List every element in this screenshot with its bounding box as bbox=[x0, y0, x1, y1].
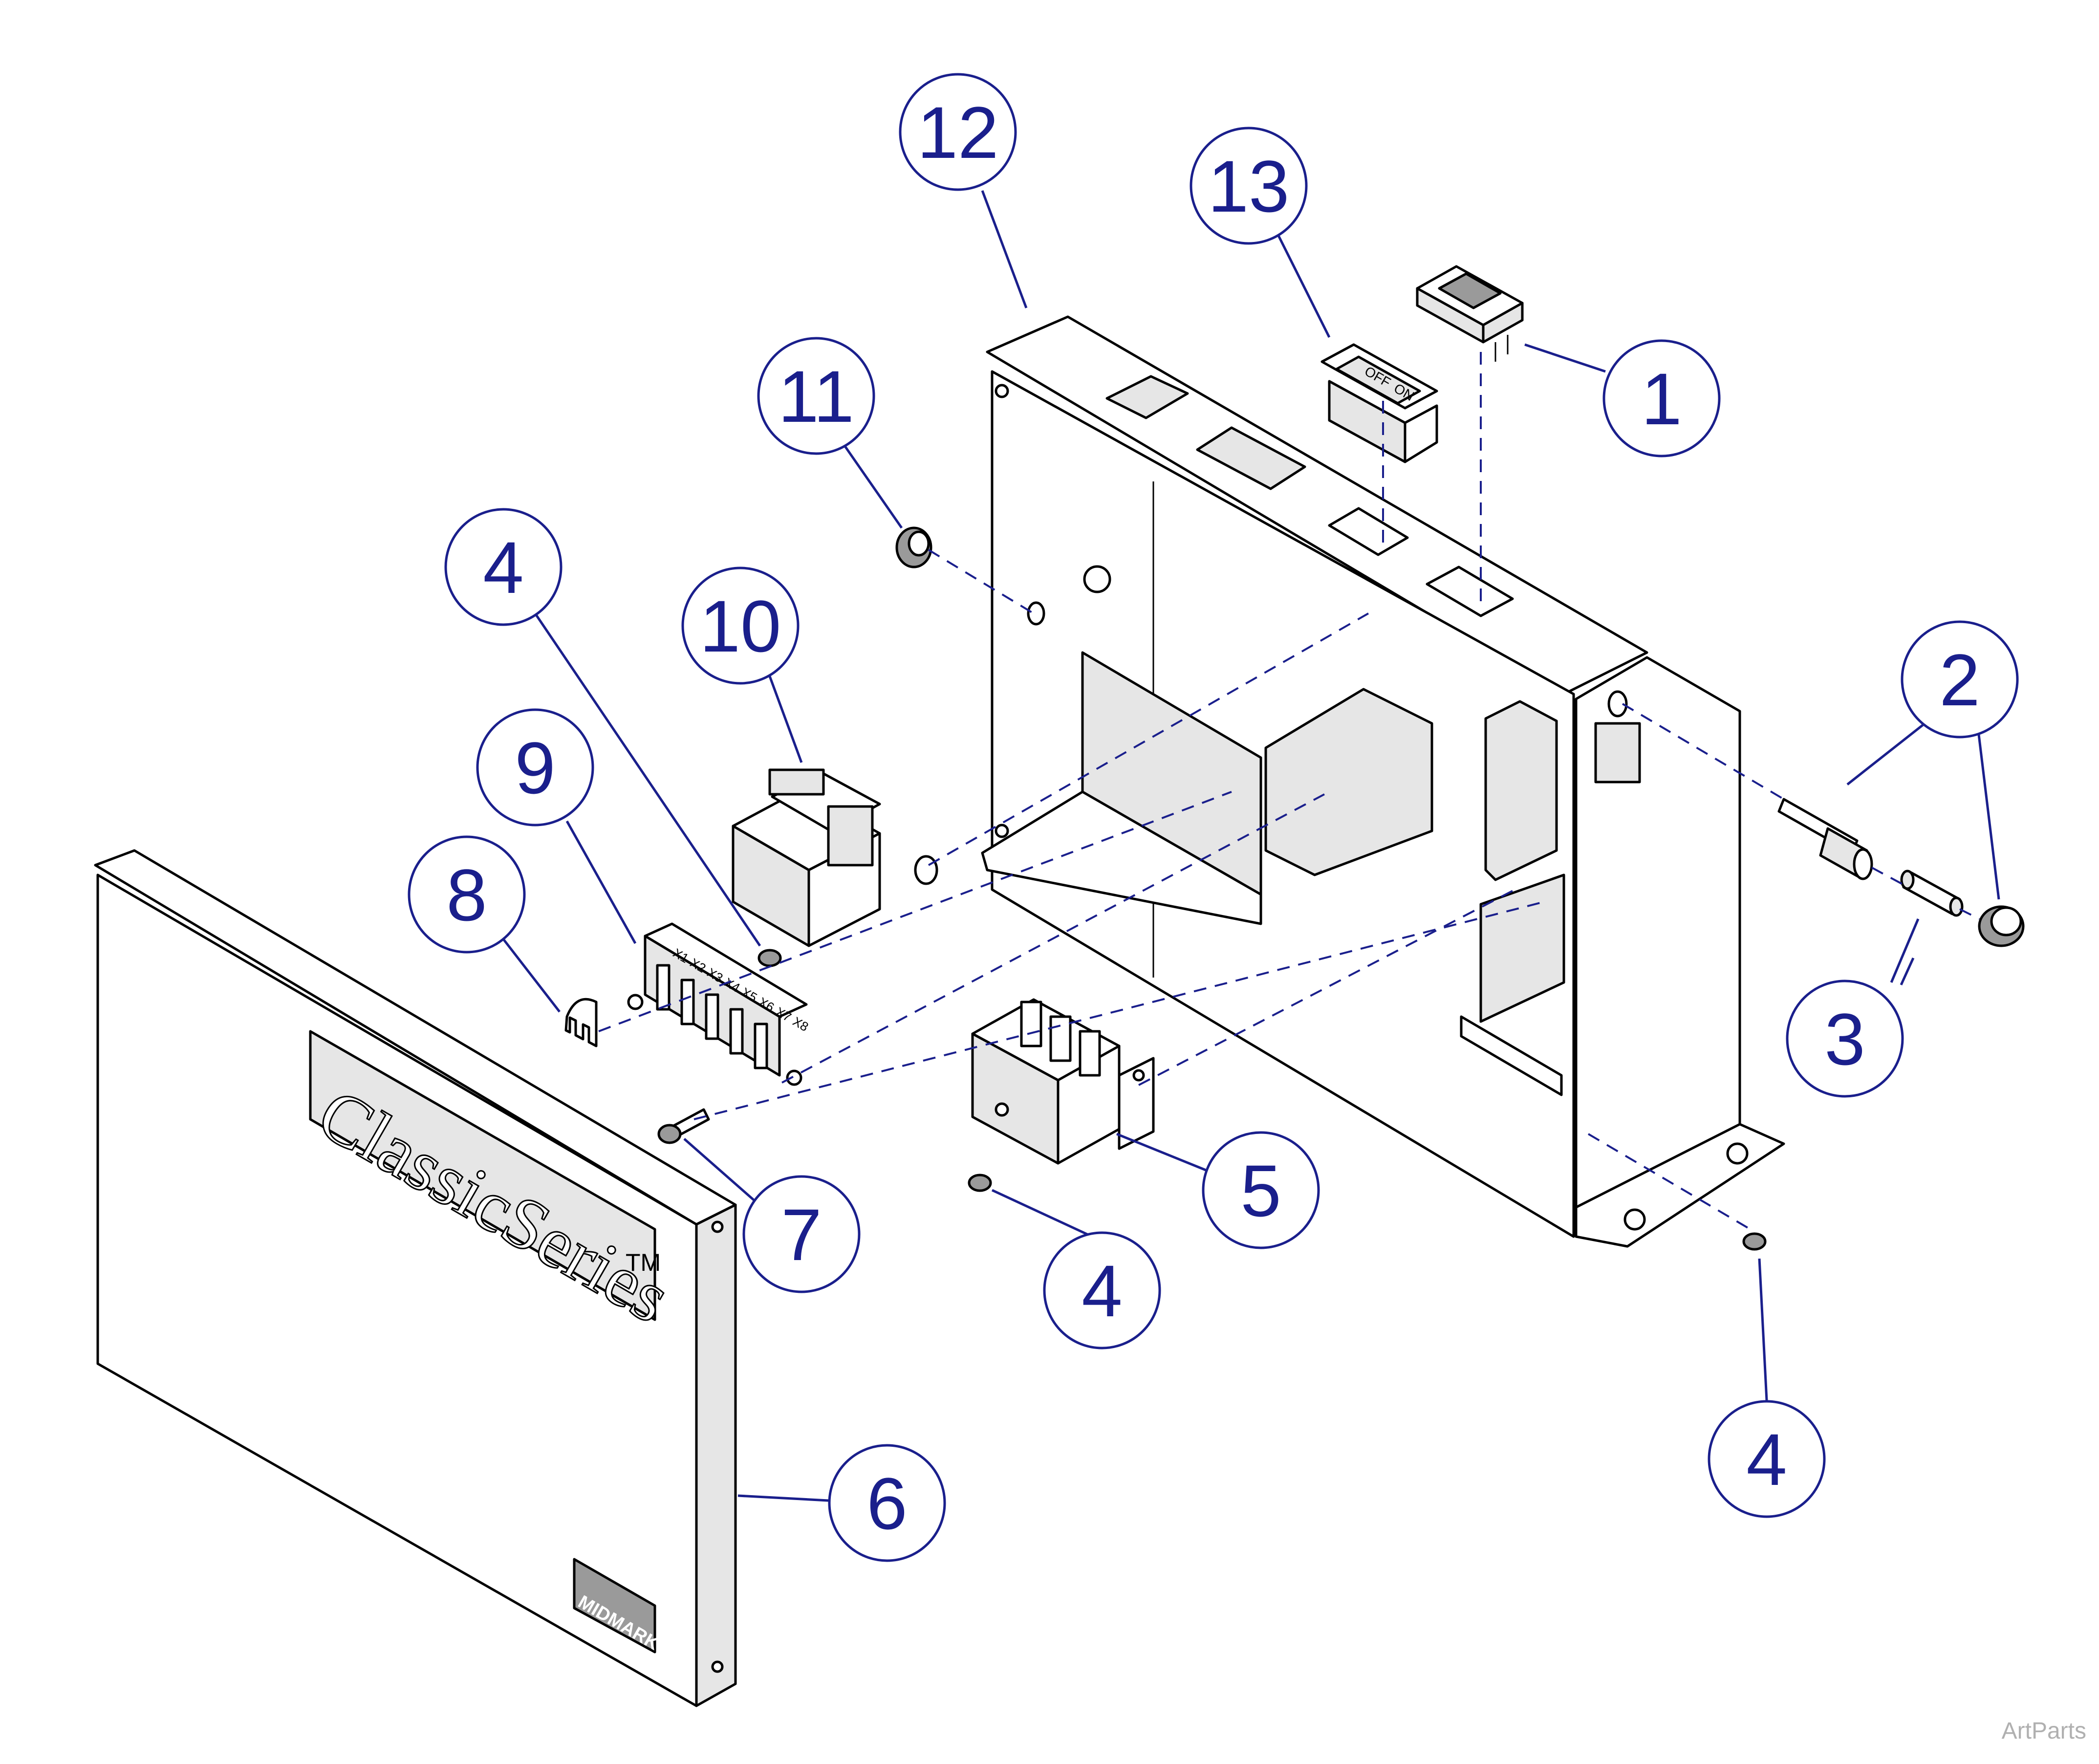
callout-3: 3 bbox=[1786, 980, 1904, 1098]
callout-label: 4 bbox=[1746, 1418, 1787, 1501]
callout-label: 8 bbox=[446, 854, 487, 936]
callout-12: 12 bbox=[899, 73, 1017, 191]
jumper-part bbox=[564, 998, 598, 1047]
screw-part-7 bbox=[657, 1108, 710, 1144]
rocker-switch-part: OFF ON bbox=[1320, 343, 1438, 463]
callout-7: 7 bbox=[742, 1175, 861, 1293]
callout-4b: 4 bbox=[1043, 1231, 1161, 1350]
callout-label: 2 bbox=[1939, 639, 1980, 721]
terminal-strip-part: X1 X2 X3 X4 X5 X6 X7 X8 bbox=[627, 922, 811, 1086]
leader-lines bbox=[500, 190, 2000, 1502]
callout-5: 5 bbox=[1202, 1131, 1320, 1249]
callout-label: 7 bbox=[781, 1194, 822, 1276]
callout-label: 9 bbox=[515, 727, 555, 809]
callout-label: 11 bbox=[778, 355, 854, 437]
callout-label: 12 bbox=[917, 91, 999, 174]
callout-1: 1 bbox=[1602, 339, 1721, 457]
callout-label: 13 bbox=[1208, 145, 1290, 227]
callout-10: 10 bbox=[681, 566, 800, 685]
transformer-part bbox=[732, 768, 938, 947]
callout-4c: 4 bbox=[1708, 1400, 1826, 1518]
front-cover: ClassicSeries TM MIDMARK bbox=[94, 849, 737, 1707]
contactor-part bbox=[971, 998, 1155, 1165]
callout-label: 5 bbox=[1240, 1150, 1281, 1232]
assembly-lines bbox=[598, 352, 1980, 1233]
callout-2: 2 bbox=[1901, 620, 2019, 739]
callout-balloons: 1 2 3 4 4 4 5 6 7 8 9 10 11 12 13 bbox=[408, 73, 2019, 1562]
callout-9: 9 bbox=[476, 708, 594, 827]
terminal-label: X8 bbox=[790, 1014, 811, 1034]
callout-13: 13 bbox=[1190, 127, 1308, 245]
callout-8: 8 bbox=[408, 835, 526, 954]
cover-trademark: TM bbox=[626, 1249, 661, 1276]
hour-meter-part bbox=[1416, 265, 1524, 362]
callout-label: 1 bbox=[1641, 358, 1682, 440]
grommet-part bbox=[895, 526, 932, 568]
callout-label: 3 bbox=[1824, 998, 1865, 1080]
fuse-part bbox=[1900, 870, 1964, 917]
callout-label: 4 bbox=[1082, 1250, 1122, 1332]
callout-label: 10 bbox=[700, 585, 781, 667]
artparts-watermark: ArtParts bbox=[2001, 1718, 2086, 1744]
callout-4a: 4 bbox=[444, 508, 563, 626]
callout-label: 4 bbox=[483, 526, 523, 609]
callout-label: 6 bbox=[866, 1462, 907, 1545]
fuse-cap-part bbox=[1978, 905, 2025, 947]
enclosure-chassis bbox=[981, 315, 1785, 1248]
fuse-holder-part bbox=[1777, 798, 1873, 880]
callout-11: 11 bbox=[757, 337, 875, 455]
callout-6: 6 bbox=[828, 1444, 946, 1562]
